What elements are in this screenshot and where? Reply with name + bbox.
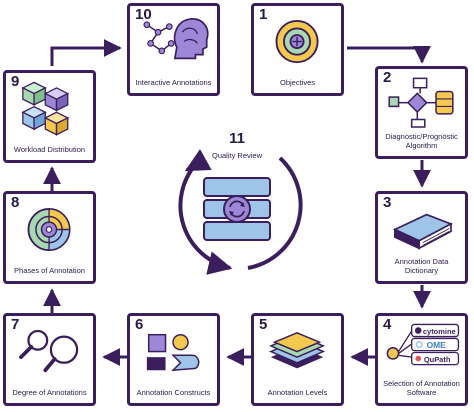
step-card-8[interactable]: 8 Phases of Annotation (3, 191, 96, 284)
layers-icon (268, 332, 326, 369)
step-label: Phases of Annotation (14, 266, 85, 275)
step-label: Interactive Annotations (135, 78, 212, 87)
step-label: Diagnostic/Prognostic Algorithm (385, 132, 458, 150)
arrow-9-to-10 (50, 39, 122, 66)
software-icon: cytomine OME QuPath (386, 323, 460, 366)
step-label: Workload Distribution (13, 145, 86, 154)
magnifier-icon (19, 329, 79, 373)
center-number: 11 (229, 130, 245, 147)
step-label: Annotation Data Dictionary (394, 257, 449, 275)
logo-cytomine: cytomine (423, 327, 456, 336)
step-number: 2 (383, 69, 392, 86)
center-cycle-arrow-top (184, 149, 212, 172)
step-number: 6 (135, 316, 144, 333)
step-card-5[interactable]: 5 Annotation Levels (251, 313, 344, 406)
step-number: 3 (383, 194, 392, 211)
shapes-icon (146, 333, 200, 372)
logo-ome: OME (427, 340, 447, 350)
step-card-4[interactable]: 4 cytomine OME QuPath Selection of Annot… (375, 313, 468, 406)
target-circle-icon (27, 208, 71, 252)
step-label: Annotation Constructs (136, 388, 211, 397)
brain-icon (143, 18, 209, 60)
center-label: Quality Review (211, 151, 263, 160)
server-sync-icon[interactable] (200, 176, 274, 244)
step-number: 5 (259, 316, 268, 333)
step-card-3[interactable]: 3 Annotation Data Dictionary (375, 191, 468, 284)
step-card-10[interactable]: 10 Interactive Annotations (127, 3, 220, 96)
center-cycle-arrow-left (178, 163, 233, 275)
arrow-1-to-2 (347, 45, 431, 64)
step-number: 4 (383, 316, 392, 333)
step-card-1[interactable]: 1 Objectives (251, 3, 344, 96)
step-label: Objectives (279, 78, 315, 87)
step-label: Selection of Annotation Software (383, 379, 460, 397)
step-number: 9 (11, 73, 20, 90)
step-label: Annotation Levels (267, 388, 328, 397)
step-number: 8 (11, 194, 20, 211)
cubes-icon (21, 81, 70, 136)
step-number: 10 (135, 6, 152, 23)
flowchart-icon (388, 77, 454, 128)
step-card-9[interactable]: 9 Workload Distribution (3, 70, 96, 163)
step-card-7[interactable]: 7 Degree of Annotations (3, 313, 96, 406)
step-number: 1 (259, 6, 268, 23)
center-cycle-arrow-right (247, 156, 303, 270)
logo-qupath: QuPath (424, 355, 451, 364)
target-icon (275, 20, 319, 64)
book-icon (392, 213, 453, 250)
step-card-2[interactable]: 2 Diagnostic/Prognostic Algorithm (375, 66, 468, 159)
step-label: Degree of Annotations (12, 388, 87, 397)
step-card-6[interactable]: 6 Annotation Constructs (127, 313, 220, 406)
step-number: 7 (11, 316, 20, 333)
